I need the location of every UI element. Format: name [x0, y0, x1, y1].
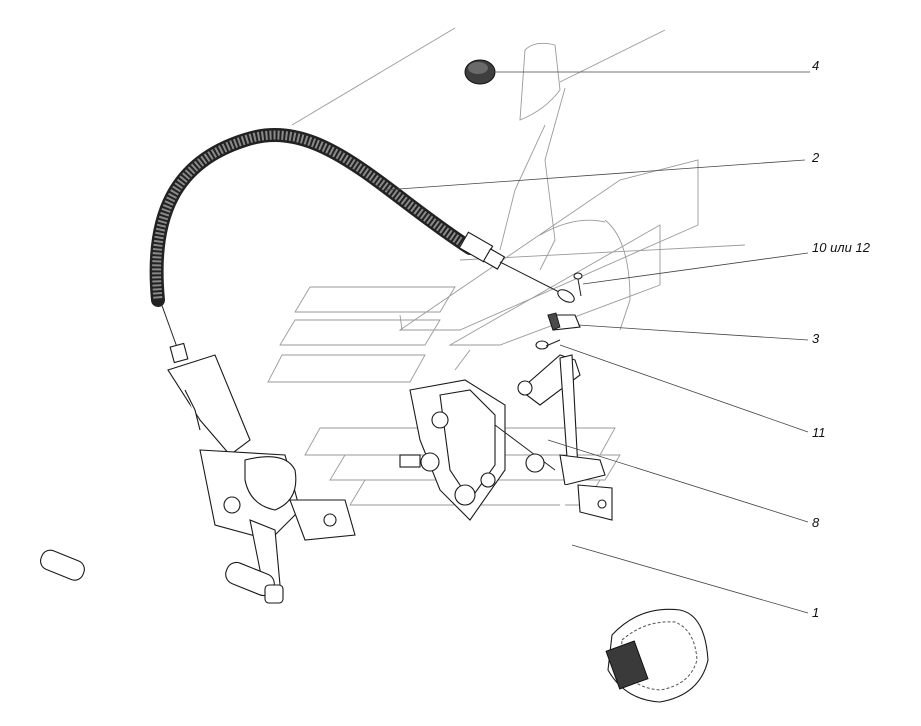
callout-8: 8 [812, 515, 820, 530]
callout-1: 1 [812, 605, 819, 620]
callout-10-12: 10 или 12 [812, 240, 871, 255]
callout-2: 2 [811, 150, 820, 165]
pedal-bracket-part-8 [399, 354, 581, 521]
master-cylinder-bracket [40, 354, 356, 609]
callout-11: 11 [812, 425, 826, 440]
cotter-pin [573, 272, 583, 297]
callout-4: 4 [812, 58, 819, 73]
clutch-cable [149, 128, 575, 364]
clevis-part-3 [547, 312, 581, 331]
bushing-part-4 [464, 59, 496, 85]
pin-part-11 [535, 339, 561, 350]
pedal-lever-part-1 [553, 354, 709, 703]
callout-3: 3 [812, 331, 820, 346]
callout-labels: 4 2 10 или 12 3 11 8 1 [811, 58, 871, 620]
leader-lines [384, 71, 810, 614]
ghost-outline [267, 27, 746, 506]
